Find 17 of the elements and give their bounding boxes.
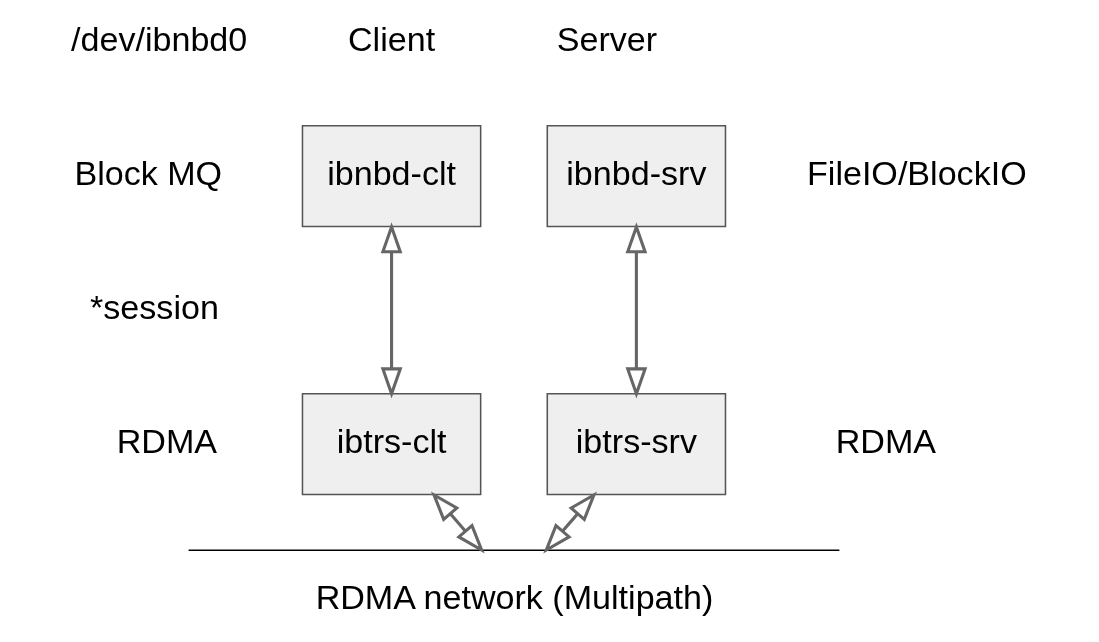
label: *session bbox=[89, 287, 219, 326]
arrow bbox=[625, 222, 647, 399]
node-box: ibnbd-clt bbox=[301, 125, 481, 228]
label: /dev/ibnbd0 bbox=[70, 19, 247, 58]
arrow bbox=[430, 491, 485, 554]
label: Server bbox=[556, 19, 657, 58]
arrow bbox=[542, 491, 597, 554]
label: RDMA bbox=[116, 421, 217, 460]
node-text: RDMA network (Multipath) bbox=[315, 577, 713, 616]
label: RDMA bbox=[835, 421, 936, 460]
node-box: ibtrs-clt bbox=[301, 393, 481, 496]
label: Block MQ bbox=[73, 153, 222, 192]
label: FileIO/BlockIO bbox=[806, 153, 1027, 192]
node-box: ibtrs-srv bbox=[546, 393, 726, 496]
node-box: ibnbd-srv bbox=[546, 125, 726, 228]
arrow bbox=[380, 222, 402, 399]
label: Client bbox=[347, 19, 435, 58]
